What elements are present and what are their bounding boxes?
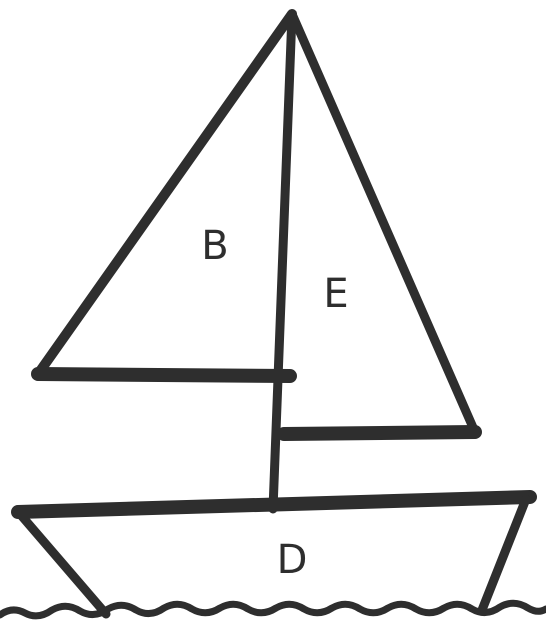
- hull-deck: [18, 497, 530, 512]
- main-sail-label: B: [201, 223, 228, 269]
- jib-sail-outline: [292, 14, 475, 432]
- hull-bow-side: [20, 514, 106, 614]
- hull: D: [18, 497, 530, 614]
- jib-sail-label: E: [323, 271, 348, 317]
- main-sail-outline: [38, 14, 292, 374]
- hull-stern-side: [482, 499, 526, 610]
- jib-sail: E: [284, 14, 475, 434]
- jib-sail-foot: [284, 432, 475, 434]
- water-wave-line: [0, 603, 546, 616]
- hull-label: D: [277, 537, 308, 583]
- main-sail-boom: [38, 374, 290, 376]
- main-sail: B: [38, 14, 292, 376]
